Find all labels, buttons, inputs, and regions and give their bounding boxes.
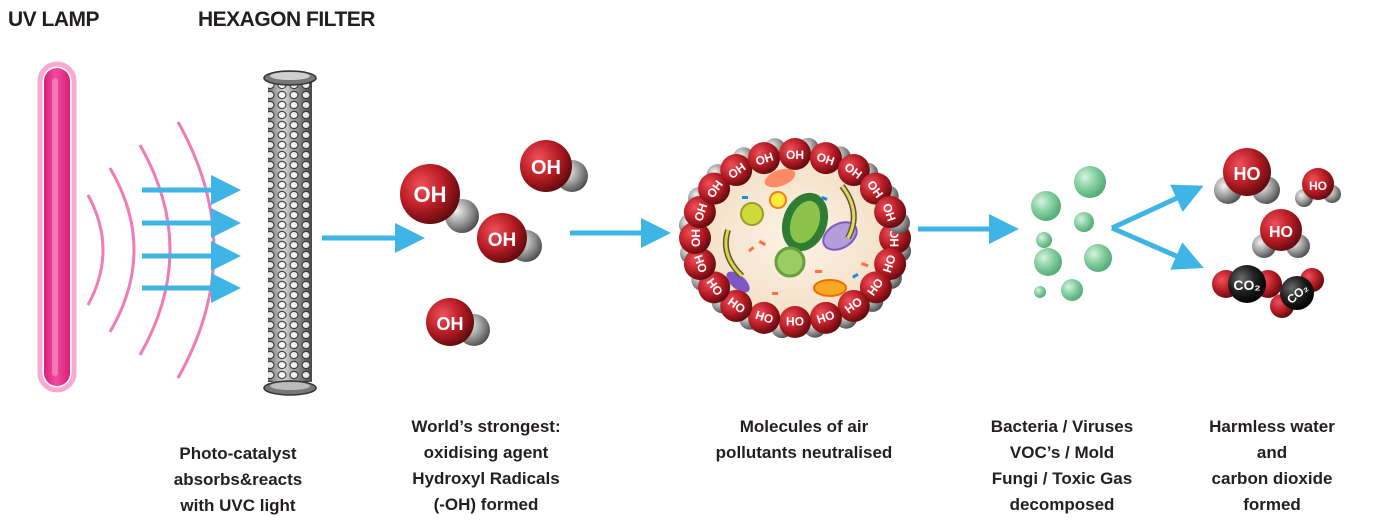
hexagon-filter-heading: HEXAGON FILTER	[198, 8, 375, 31]
co2-molecule-1: CO₂	[1212, 265, 1282, 303]
decomposed-caption: Bacteria / Viruses VOC’s / Mold Fungi / …	[990, 417, 1134, 514]
oh-molecule-3: OH	[477, 213, 542, 263]
oh-ring-label: OH	[880, 202, 899, 223]
oh-ring-molecule: OH	[683, 187, 716, 229]
hexagon-filter	[263, 70, 317, 396]
oh-ring-label: OH	[691, 202, 710, 223]
process-arrows	[322, 214, 1019, 253]
photo-catalyst-caption: Photo-catalyst absorbs&reacts with UVC l…	[173, 444, 303, 515]
oh-ring-label: OH	[689, 229, 703, 247]
uv-lamp	[37, 61, 77, 393]
oh-molecule-4: OH	[426, 298, 490, 346]
svg-text:OH: OH	[414, 182, 447, 207]
oh-ring-molecule: OH	[691, 268, 731, 304]
svg-text:OH: OH	[437, 314, 464, 334]
oh-molecule-1: OH	[400, 164, 479, 233]
oh-ring-label: OH	[786, 148, 804, 162]
molecules-caption: Molecules of air pollutants neutralised	[715, 417, 893, 462]
decomposition-bubbles	[1031, 166, 1112, 301]
oh-ring-molecule: OH	[859, 172, 899, 208]
oh-ring-molecule: OH	[779, 137, 820, 170]
oh-ring-label: OH	[691, 253, 710, 274]
oh-ring-molecule: OH	[874, 247, 907, 289]
svg-text:CO₂: CO₂	[1233, 277, 1260, 293]
uv-lamp-heading: UV LAMP	[8, 8, 100, 31]
uv-arrows	[142, 175, 241, 303]
oh-ring-molecule: OH	[837, 154, 879, 187]
harmless-caption: Harmless water and carbon dioxide formed	[1209, 417, 1335, 514]
pollutant-cluster	[695, 156, 895, 320]
oh-ring-label: OH	[754, 308, 775, 327]
oh-ring-label: OH	[786, 314, 804, 328]
svg-text:OH: OH	[531, 157, 561, 179]
water-molecule-3: HO	[1252, 209, 1310, 258]
oh-ring-label: OH	[815, 308, 836, 327]
uv-waves	[86, 121, 216, 379]
oh-ring-molecule: OH	[874, 196, 910, 234]
oh-molecule-2: OH	[520, 140, 588, 192]
oh-ring-label: OH	[754, 150, 775, 169]
svg-text:HO: HO	[1234, 164, 1261, 184]
svg-text:HO: HO	[1269, 224, 1293, 241]
water-molecule-1: HO	[1214, 148, 1280, 204]
oh-ring-label: OH	[815, 150, 836, 169]
split-arrows	[1110, 184, 1204, 270]
svg-text:OH: OH	[488, 230, 517, 251]
hydroxyl-caption: World’s strongest: oxidising agent Hydro…	[411, 417, 561, 514]
oh-ring-label: OH	[880, 253, 899, 274]
svg-text:HO: HO	[1309, 179, 1327, 193]
water-molecule-2: HO	[1295, 168, 1341, 207]
co2-molecule-2: CO₂	[1270, 268, 1324, 318]
